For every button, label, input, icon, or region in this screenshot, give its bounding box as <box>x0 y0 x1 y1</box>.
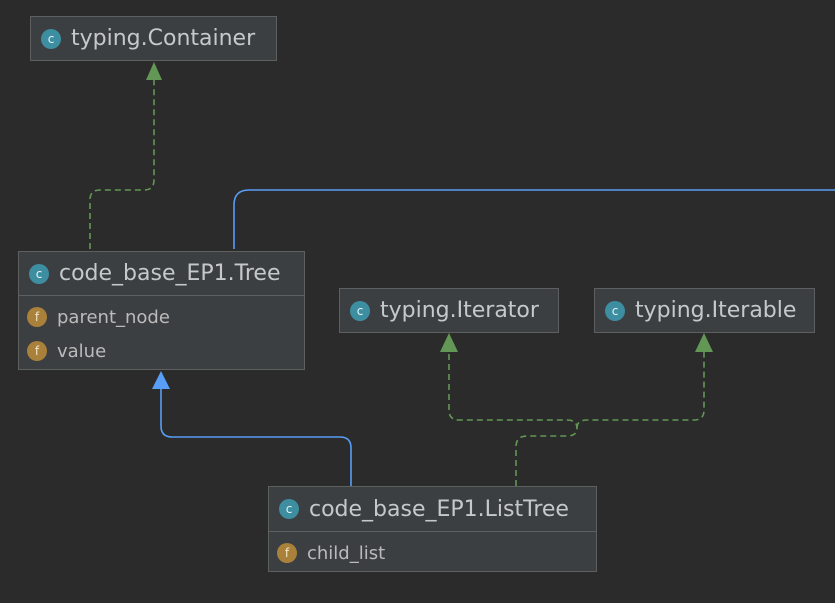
node-header: c code_base_EP1.Tree <box>19 252 304 295</box>
arrowhead-iterator <box>440 333 458 352</box>
node-title: typing.Container <box>71 26 256 51</box>
node-title: typing.Iterator <box>380 298 539 323</box>
node-typing-iterator[interactable]: c typing.Iterator <box>339 288 559 333</box>
edge-listtree-to-iterator <box>448 351 578 486</box>
arrowhead-tree <box>152 371 170 389</box>
field-name: parent_node <box>57 306 170 328</box>
field-list: f parent_node f value <box>19 295 304 372</box>
field-icon: f <box>27 341 47 361</box>
node-code-base-ep1-tree[interactable]: c code_base_EP1.Tree f parent_node f val… <box>18 251 305 370</box>
field-icon: f <box>27 307 47 327</box>
class-icon: c <box>279 499 299 519</box>
node-title: typing.Iterable <box>635 298 797 323</box>
node-typing-iterable[interactable]: c typing.Iterable <box>594 288 815 333</box>
edge-listtree-to-iterable <box>576 351 705 429</box>
node-header: c typing.Iterable <box>595 289 814 332</box>
class-icon: c <box>29 263 49 284</box>
arrowhead-iterable <box>695 333 713 352</box>
field-icon: f <box>277 543 297 563</box>
node-typing-container[interactable]: c typing.Container <box>30 16 277 61</box>
field-row: f parent_node <box>19 300 304 334</box>
class-icon: c <box>350 300 370 321</box>
edge-tree-to-offscreen <box>233 189 835 249</box>
class-icon: c <box>41 28 61 49</box>
edge-tree-to-container <box>89 79 155 249</box>
field-list: f child_list <box>269 531 596 574</box>
field-name: child_list <box>307 542 386 564</box>
node-title: code_base_EP1.Tree <box>59 261 281 286</box>
node-header: c typing.Container <box>31 17 276 60</box>
node-code-base-ep1-listtree[interactable]: c code_base_EP1.ListTree f child_list <box>268 486 597 572</box>
edge-listtree-to-tree <box>160 388 352 486</box>
field-row: f child_list <box>269 536 596 570</box>
field-row: f value <box>19 334 304 368</box>
arrowhead-container <box>146 62 162 80</box>
field-name: value <box>57 340 107 362</box>
class-icon: c <box>605 300 625 321</box>
node-title: code_base_EP1.ListTree <box>309 496 569 522</box>
node-header: c code_base_EP1.ListTree <box>269 487 596 531</box>
node-header: c typing.Iterator <box>340 289 558 332</box>
